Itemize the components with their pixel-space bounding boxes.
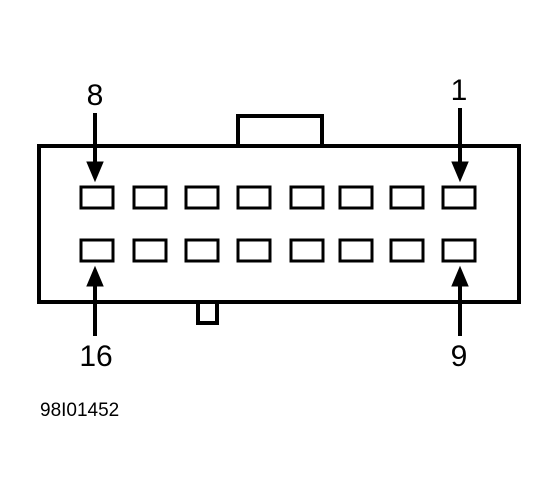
pin-cavity-13 <box>236 238 272 263</box>
pin-label-9: 9 <box>451 340 468 373</box>
figure-code: 98I01452 <box>40 400 119 421</box>
pin-label-1: 1 <box>451 74 468 107</box>
pin-cavity-1 <box>441 185 477 210</box>
arrow-pin-9 <box>451 265 469 336</box>
arrow-pin-8 <box>86 113 104 183</box>
housing-body <box>37 144 521 304</box>
pin-cavity-16 <box>79 238 115 263</box>
pin-cavity-3 <box>338 185 374 210</box>
bottom-key <box>196 302 219 325</box>
connector-housing <box>37 114 521 325</box>
pin-cavity-10 <box>389 238 425 263</box>
pin-label-8: 8 <box>87 79 104 112</box>
pin-cavities <box>79 185 477 263</box>
pin-cavity-12 <box>289 238 325 263</box>
pin-arrows <box>86 108 469 336</box>
pin-cavity-8 <box>79 185 115 210</box>
pin-cavity-9 <box>441 238 477 263</box>
pin-cavity-7 <box>132 185 168 210</box>
pin-cavity-5 <box>236 185 272 210</box>
arrow-pin-16 <box>86 265 104 336</box>
pin-cavity-15 <box>132 238 168 263</box>
pin-cavity-2 <box>389 185 425 210</box>
pin-cavity-14 <box>184 238 220 263</box>
pin-label-16: 16 <box>79 340 112 373</box>
pin-cavity-6 <box>184 185 220 210</box>
top-lock-tab <box>236 114 324 146</box>
pin-cavity-4 <box>289 185 325 210</box>
pin-cavity-11 <box>338 238 374 263</box>
arrow-pin-1 <box>451 108 469 183</box>
